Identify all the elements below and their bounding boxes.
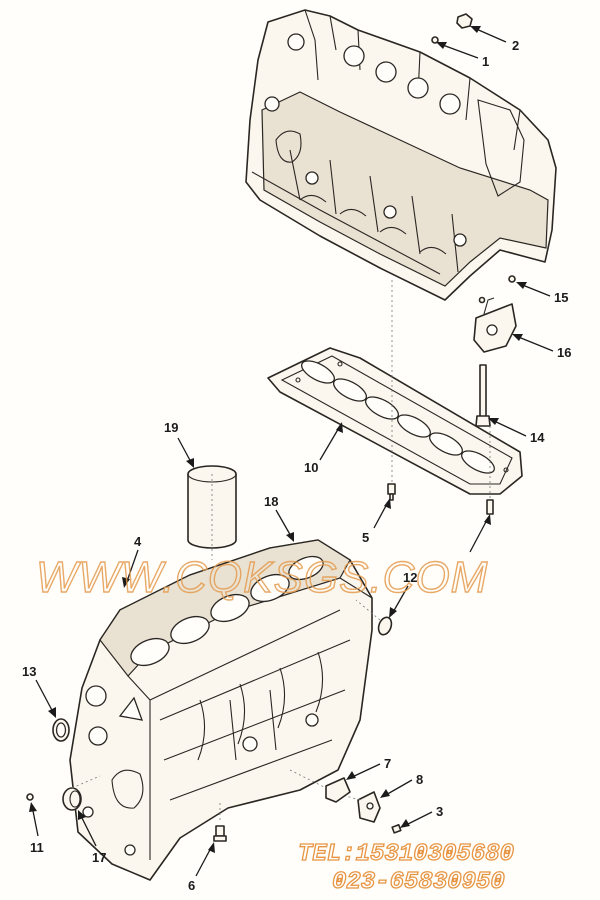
callout-12: 12 bbox=[403, 570, 417, 585]
watermark-tel: TEL:15310305680 bbox=[298, 841, 514, 868]
part-15-washer bbox=[478, 296, 486, 304]
part-6-fitting bbox=[213, 825, 227, 842]
callout-13: 13 bbox=[22, 664, 36, 679]
part-7-cover bbox=[325, 777, 351, 803]
lower-cylinder-block bbox=[69, 539, 373, 881]
callout-6: 6 bbox=[188, 878, 195, 893]
callout-19: 19 bbox=[164, 420, 178, 435]
callout-labels: 2 1 15 16 14 10 5 19 18 4 12 13 11 17 6 … bbox=[22, 38, 571, 893]
part-5-screw bbox=[387, 483, 396, 501]
watermark-site: WWW.CQKSGS.COM bbox=[36, 553, 488, 602]
callout-7: 7 bbox=[384, 756, 391, 771]
callout-5: 5 bbox=[362, 530, 369, 545]
part-12-seal-ring bbox=[377, 616, 393, 636]
callout-10: 10 bbox=[304, 460, 318, 475]
upper-cylinder-block bbox=[245, 9, 557, 301]
callout-18: 18 bbox=[264, 494, 278, 509]
callout-8: 8 bbox=[416, 772, 423, 787]
leader-lines bbox=[29, 26, 554, 877]
callout-4: 4 bbox=[134, 534, 142, 549]
callout-14: 14 bbox=[530, 430, 545, 445]
part-17-cup-plug bbox=[62, 787, 82, 811]
part-11-plug bbox=[26, 793, 34, 801]
part-10-gasket bbox=[267, 347, 523, 495]
callout-3: 3 bbox=[436, 804, 443, 819]
part-1-plug bbox=[431, 36, 439, 44]
callout-15: 15 bbox=[554, 290, 568, 305]
part-16-bracket bbox=[473, 297, 517, 353]
part-3-screw bbox=[391, 824, 402, 834]
part-8-bracket bbox=[357, 791, 381, 823]
watermark-phone: 023-65830950 bbox=[332, 869, 505, 896]
callout-11: 11 bbox=[30, 840, 44, 855]
part-14-bolt bbox=[475, 364, 491, 427]
part-2-plug bbox=[456, 13, 473, 29]
part-13-ring-inner bbox=[55, 722, 67, 738]
dowel-pin bbox=[486, 499, 494, 515]
part-15-plug bbox=[508, 275, 516, 283]
callout-2: 2 bbox=[512, 38, 519, 53]
callout-1: 1 bbox=[482, 54, 489, 69]
callout-16: 16 bbox=[557, 345, 571, 360]
callout-17: 17 bbox=[92, 850, 106, 865]
